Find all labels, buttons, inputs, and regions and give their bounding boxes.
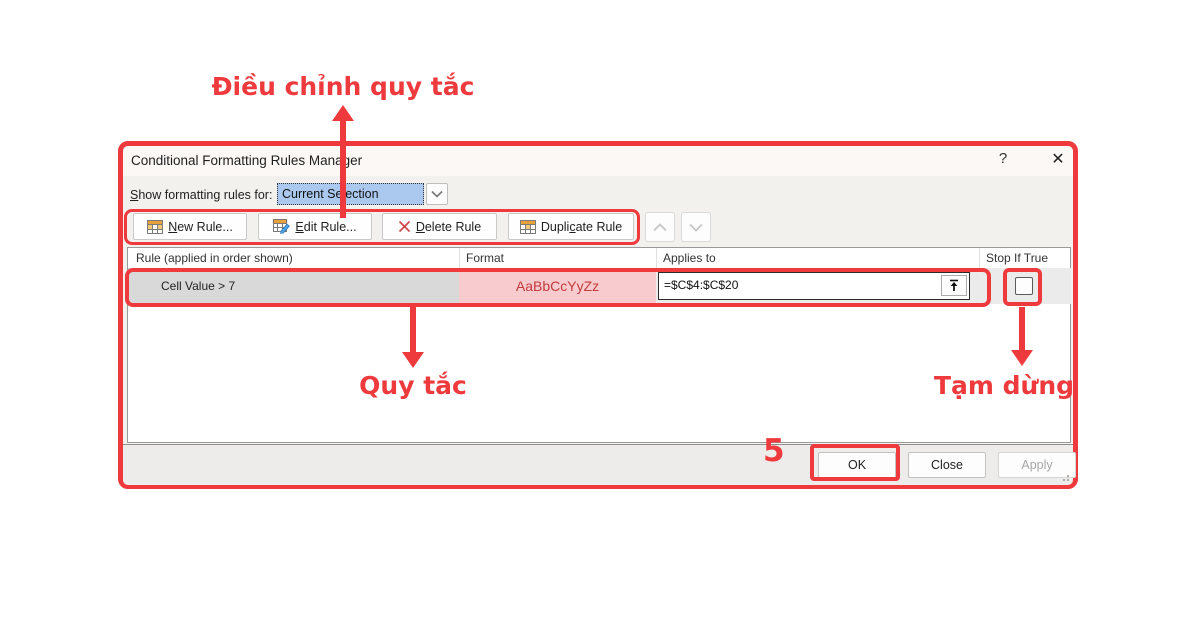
header-separator <box>459 248 460 268</box>
apply-button: Apply <box>998 452 1076 478</box>
column-header-applies-to: Applies to <box>663 251 716 265</box>
scope-dropdown[interactable]: Current Selection <box>277 183 424 205</box>
rule-table-row[interactable]: Cell Value > 7 AaBbCcYyZz =$C$4:$C$20 <box>128 268 1071 304</box>
scope-dropdown-button[interactable] <box>426 183 448 205</box>
applies-to-input[interactable]: =$C$4:$C$20 <box>658 272 970 300</box>
column-header-stop-if-true: Stop If True <box>986 251 1049 265</box>
ok-button-highlight-box <box>810 444 900 481</box>
stop-if-true-cell <box>979 268 1071 304</box>
annotation-rule-label: Quy tắc <box>359 371 467 400</box>
close-button[interactable]: Close <box>908 452 986 478</box>
column-header-rule: Rule (applied in order shown) <box>136 251 293 265</box>
chevron-up-icon <box>653 222 667 231</box>
table-edit-icon <box>273 219 291 234</box>
edit-rule-button[interactable]: Edit Rule... <box>258 213 372 240</box>
new-rule-label: New Rule... <box>168 219 233 234</box>
table-grid-icon <box>519 219 536 234</box>
format-preview-cell: AaBbCcYyZz <box>459 268 656 304</box>
range-picker-button[interactable] <box>941 275 967 296</box>
annotation-adjust-rules-label: Điều chỉnh quy tắc <box>211 72 475 101</box>
table-grid-icon <box>147 219 164 234</box>
delete-rule-button[interactable]: Delete Rule <box>382 213 497 240</box>
close-icon[interactable]: ✕ <box>1051 151 1065 168</box>
toolbar-highlight-box <box>124 209 640 245</box>
show-formatting-rules-label: Show formatting rules for: <box>130 188 273 202</box>
dialog-footer: OK Close Apply <box>123 444 1076 485</box>
dialog-title: Conditional Formatting Rules Manager <box>131 153 363 168</box>
new-rule-button[interactable]: New Rule... <box>133 213 247 240</box>
applies-to-value: =$C$4:$C$20 <box>664 278 739 292</box>
move-rule-up-button[interactable] <box>645 212 675 242</box>
duplicate-rule-label: Duplicate Rule <box>540 219 623 234</box>
dialog-titlebar[interactable]: Conditional Formatting Rules Manager ? ✕ <box>123 146 1073 176</box>
stop-if-true-checkbox[interactable] <box>1015 277 1033 295</box>
edit-rule-label: Edit Rule... <box>295 219 357 234</box>
annotation-arrow-line <box>410 307 416 353</box>
rule-row-highlight-box <box>125 268 991 307</box>
collapse-dialog-arrow-icon <box>950 279 958 291</box>
chevron-down-icon <box>431 190 443 198</box>
delete-rule-label: Delete Rule <box>415 219 482 234</box>
rules-list: Rule (applied in order shown) Format App… <box>127 247 1071 443</box>
move-rule-down-button[interactable] <box>681 212 711 242</box>
annotation-stop-label: Tạm dừng <box>933 371 1075 400</box>
rule-description-cell[interactable]: Cell Value > 7 <box>128 268 459 304</box>
duplicate-rule-button[interactable]: Duplicate Rule <box>508 213 634 240</box>
help-icon[interactable]: ? <box>998 150 1008 167</box>
delete-x-icon <box>398 220 410 233</box>
column-header-format: Format <box>466 251 505 265</box>
annotation-arrow-down-icon <box>402 352 424 368</box>
annotation-arrow-line <box>1019 307 1025 351</box>
annotation-step-number: 5 <box>763 433 785 469</box>
annotation-arrow-up-icon <box>332 105 354 121</box>
stop-checkbox-highlight-box <box>1003 268 1042 306</box>
header-separator <box>979 248 980 268</box>
chevron-down-icon <box>689 223 703 232</box>
annotation-arrow-line <box>340 119 346 218</box>
resize-grip-icon[interactable] <box>1059 471 1069 481</box>
conditional-formatting-rules-manager-dialog: Conditional Formatting Rules Manager ? ✕… <box>118 141 1078 489</box>
header-separator <box>656 248 657 268</box>
annotation-arrow-down-icon <box>1011 350 1033 366</box>
